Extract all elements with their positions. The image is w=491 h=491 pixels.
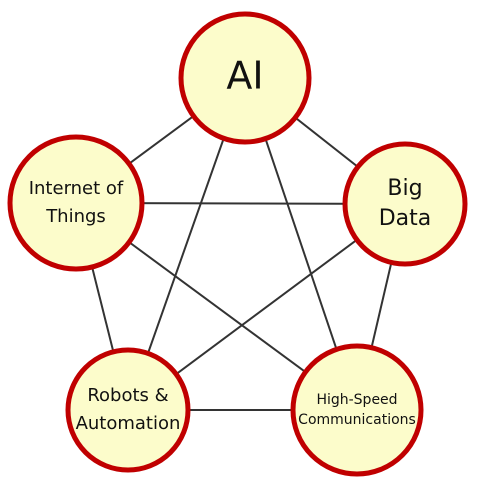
- node-label-robots-automation-line-2: Automation: [76, 413, 181, 434]
- node-label-high-speed-communications-line-2: Communications: [298, 412, 416, 428]
- node-circle-robots-automation: [65, 347, 191, 473]
- node-circle-ai: [178, 11, 312, 145]
- node-internet-of-things: Internet of Things: [7, 134, 145, 272]
- node-label-big-data-line-1: Big: [387, 176, 422, 201]
- node-circle-big-data: [342, 141, 468, 267]
- node-label-internet-of-things-line-2: Things: [45, 206, 106, 227]
- node-ai: AI: [178, 11, 312, 145]
- node-robots-automation: Robots & Automation: [65, 347, 191, 473]
- node-label-ai-line-1: AI: [226, 54, 263, 98]
- node-label-big-data-line-2: Data: [379, 206, 432, 231]
- node-label-robots-automation-line-1: Robots &: [87, 385, 168, 406]
- node-circle-internet-of-things: [7, 134, 145, 272]
- node-circle-high-speed-communications: [290, 343, 424, 477]
- node-label-high-speed-communications-line-1: High-Speed: [316, 392, 397, 408]
- node-label-internet-of-things-line-1: Internet of: [29, 178, 124, 199]
